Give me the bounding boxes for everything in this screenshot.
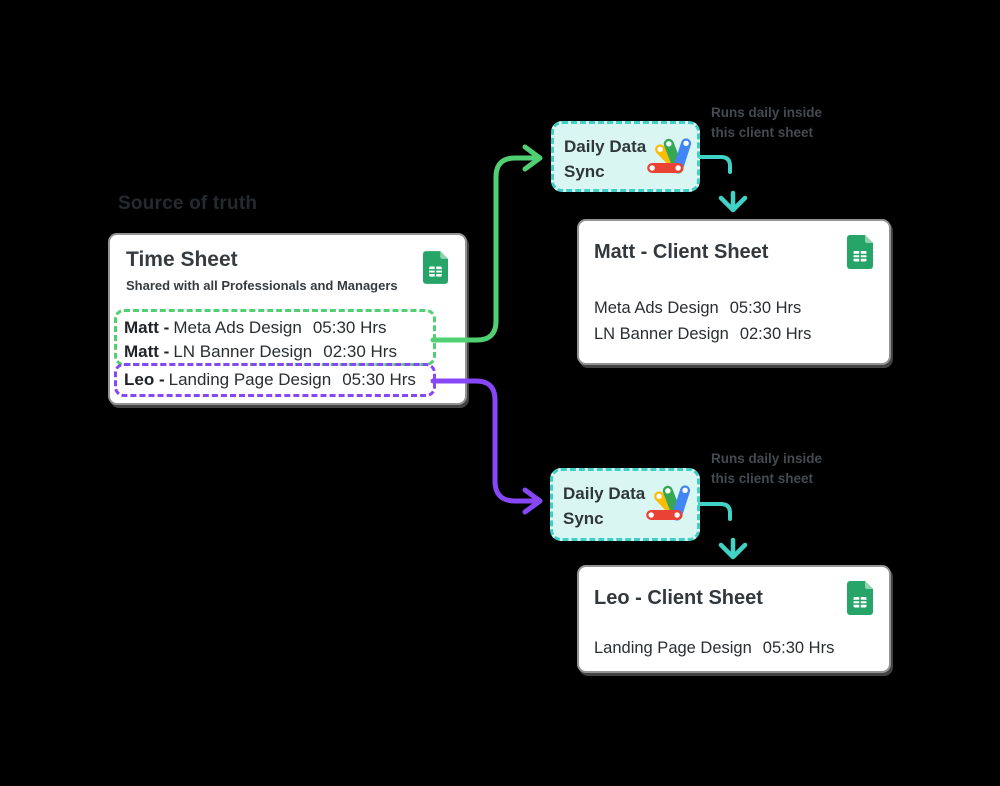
teal-elbow-top <box>698 155 732 174</box>
timesheet-title: Time Sheet <box>126 248 238 271</box>
google-sheets-icon <box>847 581 873 615</box>
sync-label: Daily Data Sync <box>564 134 646 184</box>
sync-label-line2: Sync <box>563 509 604 528</box>
note-line2: this client sheet <box>711 125 814 140</box>
client-row: Landing Page Design 05:30 Hrs <box>594 635 834 661</box>
client-sheet-title: Leo - Client Sheet <box>594 587 763 609</box>
google-sheets-icon <box>847 235 873 269</box>
daily-data-sync-box-top: Daily Data Sync <box>551 121 700 192</box>
row-hours: 02:30 Hrs <box>323 342 397 361</box>
sync-note-bottom: Runs daily inside this client sheet <box>711 449 822 489</box>
daily-data-sync-box-bottom: Daily Data Sync <box>550 468 700 541</box>
leo-row-highlight: Leo -Landing Page Design 05:30 Hrs <box>114 363 436 397</box>
apps-script-icon <box>647 138 692 174</box>
note-line2: this client sheet <box>711 471 814 486</box>
sync-label: Daily Data Sync <box>563 481 645 531</box>
row-task: LN Banner Design <box>594 325 729 343</box>
timesheet-row: Matt -LN Banner Design 02:30 Hrs <box>124 340 433 364</box>
note-line1: Runs daily inside <box>711 105 823 120</box>
teal-elbow-bottom <box>698 502 732 521</box>
client-rows: Landing Page Design 05:30 Hrs <box>594 635 834 661</box>
client-sheet-title: Matt - Client Sheet <box>594 241 769 263</box>
green-arrowhead-icon <box>522 144 543 172</box>
teal-down-arrowhead-icon-top <box>718 190 748 213</box>
teal-down-arrowhead-icon-bottom <box>718 537 748 560</box>
row-hours: 05:30 Hrs <box>342 370 416 389</box>
timesheet-subtitle: Shared with all Professionals and Manage… <box>126 278 398 293</box>
row-hours: 05:30 Hrs <box>729 299 802 317</box>
row-hours: 02:30 Hrs <box>739 325 812 343</box>
row-hours: 05:30 Hrs <box>762 639 835 657</box>
purple-arrowhead-icon <box>522 487 543 515</box>
row-person: Leo - <box>124 370 165 389</box>
timesheet-card: Time Sheet Shared with all Professionals… <box>108 233 467 405</box>
row-task: LN Banner Design <box>173 342 313 361</box>
sync-label-line1: Daily Data <box>564 137 647 156</box>
sync-label-line1: Daily Data <box>563 484 646 503</box>
row-hours: 05:30 Hrs <box>312 318 387 337</box>
row-person: Matt - <box>124 318 170 337</box>
timesheet-row: Leo -Landing Page Design 05:30 Hrs <box>124 368 433 392</box>
row-task: Meta Ads Design <box>594 299 719 317</box>
row-task: Landing Page Design <box>594 639 752 657</box>
google-sheets-icon <box>423 251 448 284</box>
matt-client-sheet-card: Matt - Client Sheet Meta Ads Design 05:30… <box>577 219 891 365</box>
row-person: Matt - <box>124 342 170 361</box>
leo-client-sheet-card: Leo - Client Sheet Landing Page Design 05… <box>577 565 891 673</box>
apps-script-icon <box>646 485 691 521</box>
client-row: Meta Ads Design 05:30 Hrs <box>594 295 811 321</box>
row-task: Landing Page Design <box>168 370 332 389</box>
matt-rows-highlight: Matt -Meta Ads Design 05:30 Hrs Matt -LN … <box>114 309 436 366</box>
client-rows: Meta Ads Design 05:30 Hrs LN Banner Desig… <box>594 295 811 347</box>
source-of-truth-label: Source of truth <box>118 193 258 214</box>
row-task: Meta Ads Design <box>173 318 302 337</box>
sync-label-line2: Sync <box>564 162 605 181</box>
timesheet-row: Matt -Meta Ads Design 05:30 Hrs <box>124 316 433 340</box>
sync-note-top: Runs daily inside this client sheet <box>711 103 822 143</box>
client-row: LN Banner Design 02:30 Hrs <box>594 321 811 347</box>
note-line1: Runs daily inside <box>711 451 823 466</box>
